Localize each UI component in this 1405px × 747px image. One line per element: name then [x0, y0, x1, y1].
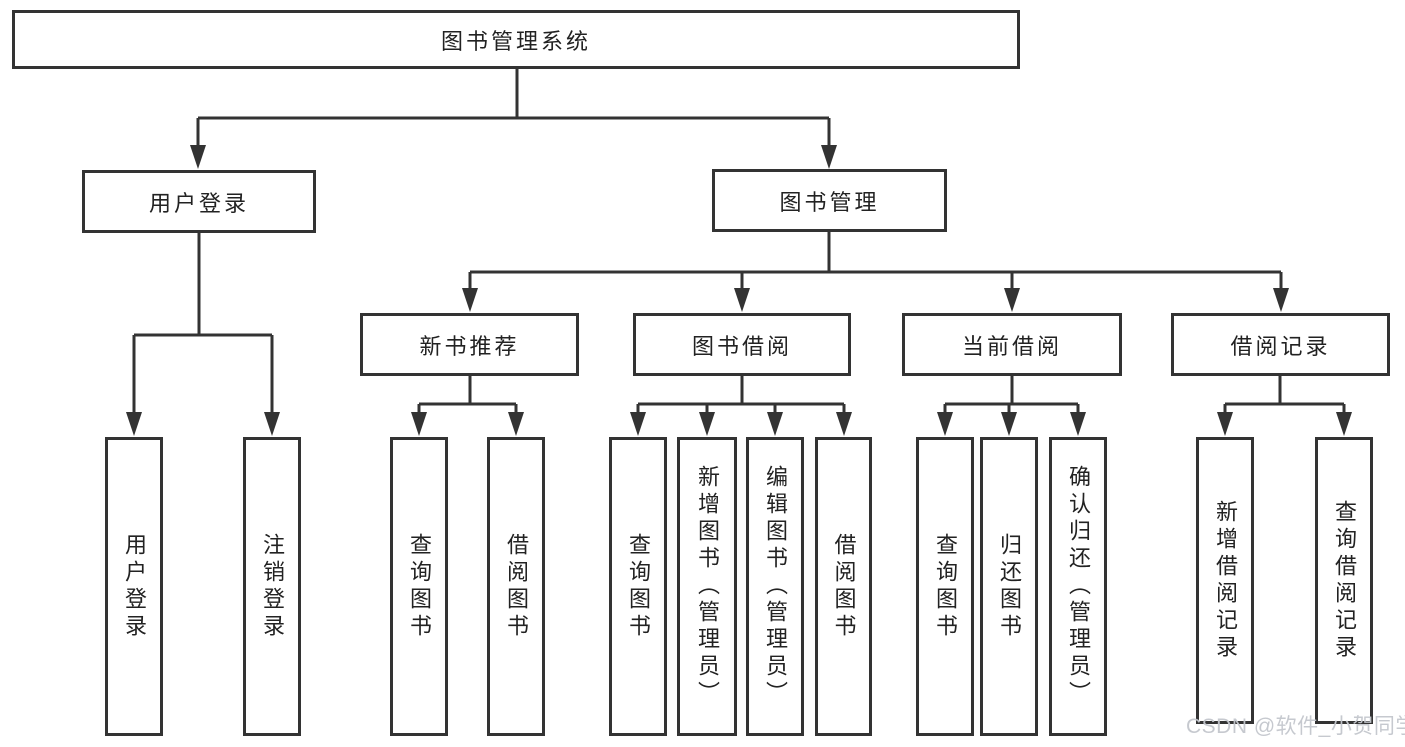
arrowhead-down-icon [1001, 412, 1017, 436]
connector-recommend-to-leaves [411, 376, 524, 436]
connector-current-to-leaves [937, 376, 1086, 436]
arrowhead-down-icon [508, 412, 524, 436]
leaf-label: 借阅图书 [504, 532, 529, 641]
leaf-borrow-query-books: 查询图书 [609, 437, 667, 736]
arrowhead-down-icon [937, 412, 953, 436]
arrowhead-down-icon [190, 145, 206, 169]
node-borrow-records: 借阅记录 [1171, 313, 1390, 376]
arrowhead-down-icon [630, 412, 646, 436]
leaf-label: 新增借阅记录 [1213, 499, 1238, 662]
leaf-label: 查询借阅记录 [1332, 499, 1357, 662]
leaf-recommend-query-books: 查询图书 [390, 437, 448, 736]
leaf-label: 用户登录 [122, 532, 147, 641]
arrowhead-down-icon [1004, 288, 1020, 312]
leaf-label: 编辑图书（管理员） [763, 465, 788, 708]
arrowhead-down-icon [264, 412, 280, 436]
leaf-current-query-books: 查询图书 [916, 437, 974, 736]
leaf-records-query-record: 查询借阅记录 [1315, 437, 1373, 724]
leaf-user-login: 用户登录 [105, 437, 163, 736]
leaf-label: 注销登录 [260, 532, 285, 641]
connector-root-to-level2 [190, 69, 837, 169]
leaf-borrow-edit-books-admin: 编辑图书（管理员） [746, 437, 804, 736]
connector-records-to-leaves [1217, 376, 1352, 436]
leaf-label: 查询图书 [626, 532, 651, 641]
arrowhead-down-icon [836, 412, 852, 436]
node-current-borrow: 当前借阅 [902, 313, 1122, 376]
csdn-watermark: CSDN @软件_小贺同学 [1186, 715, 1405, 738]
connector-bookmgmt-to-level3 [462, 232, 1289, 312]
arrowhead-down-icon [462, 288, 478, 312]
connector-userlogin-to-leaves [126, 233, 280, 436]
arrowhead-down-icon [767, 412, 783, 436]
node-book-borrow: 图书借阅 [633, 313, 851, 376]
leaf-recommend-borrow-books: 借阅图书 [487, 437, 545, 736]
leaf-borrow-add-books-admin: 新增图书（管理员） [677, 437, 737, 736]
leaf-current-return-books: 归还图书 [980, 437, 1038, 736]
arrowhead-down-icon [1070, 412, 1086, 436]
leaf-records-add-record: 新增借阅记录 [1196, 437, 1254, 724]
leaf-logout: 注销登录 [243, 437, 301, 736]
arrowhead-down-icon [1273, 288, 1289, 312]
arrowhead-down-icon [126, 412, 142, 436]
leaf-label: 确认归还（管理员） [1066, 465, 1091, 708]
leaf-label: 归还图书 [997, 532, 1022, 641]
node-root: 图书管理系统 [12, 10, 1020, 69]
node-new-book-recommend: 新书推荐 [360, 313, 579, 376]
node-book-management: 图书管理 [712, 169, 947, 232]
arrowhead-down-icon [734, 288, 750, 312]
arrowhead-down-icon [821, 145, 837, 169]
leaf-current-confirm-return-admin: 确认归还（管理员） [1049, 437, 1107, 736]
arrowhead-down-icon [699, 412, 715, 436]
arrowhead-down-icon [1336, 412, 1352, 436]
node-user-login: 用户登录 [82, 170, 316, 233]
leaf-borrow-borrow-books: 借阅图书 [815, 437, 872, 736]
connector-borrow-to-leaves [630, 376, 852, 436]
leaf-label: 查询图书 [933, 532, 958, 641]
arrowhead-down-icon [1217, 412, 1233, 436]
leaf-label: 新增图书（管理员） [695, 465, 720, 708]
leaf-label: 查询图书 [407, 532, 432, 641]
leaf-label: 借阅图书 [831, 532, 857, 641]
arrowhead-down-icon [411, 412, 427, 436]
